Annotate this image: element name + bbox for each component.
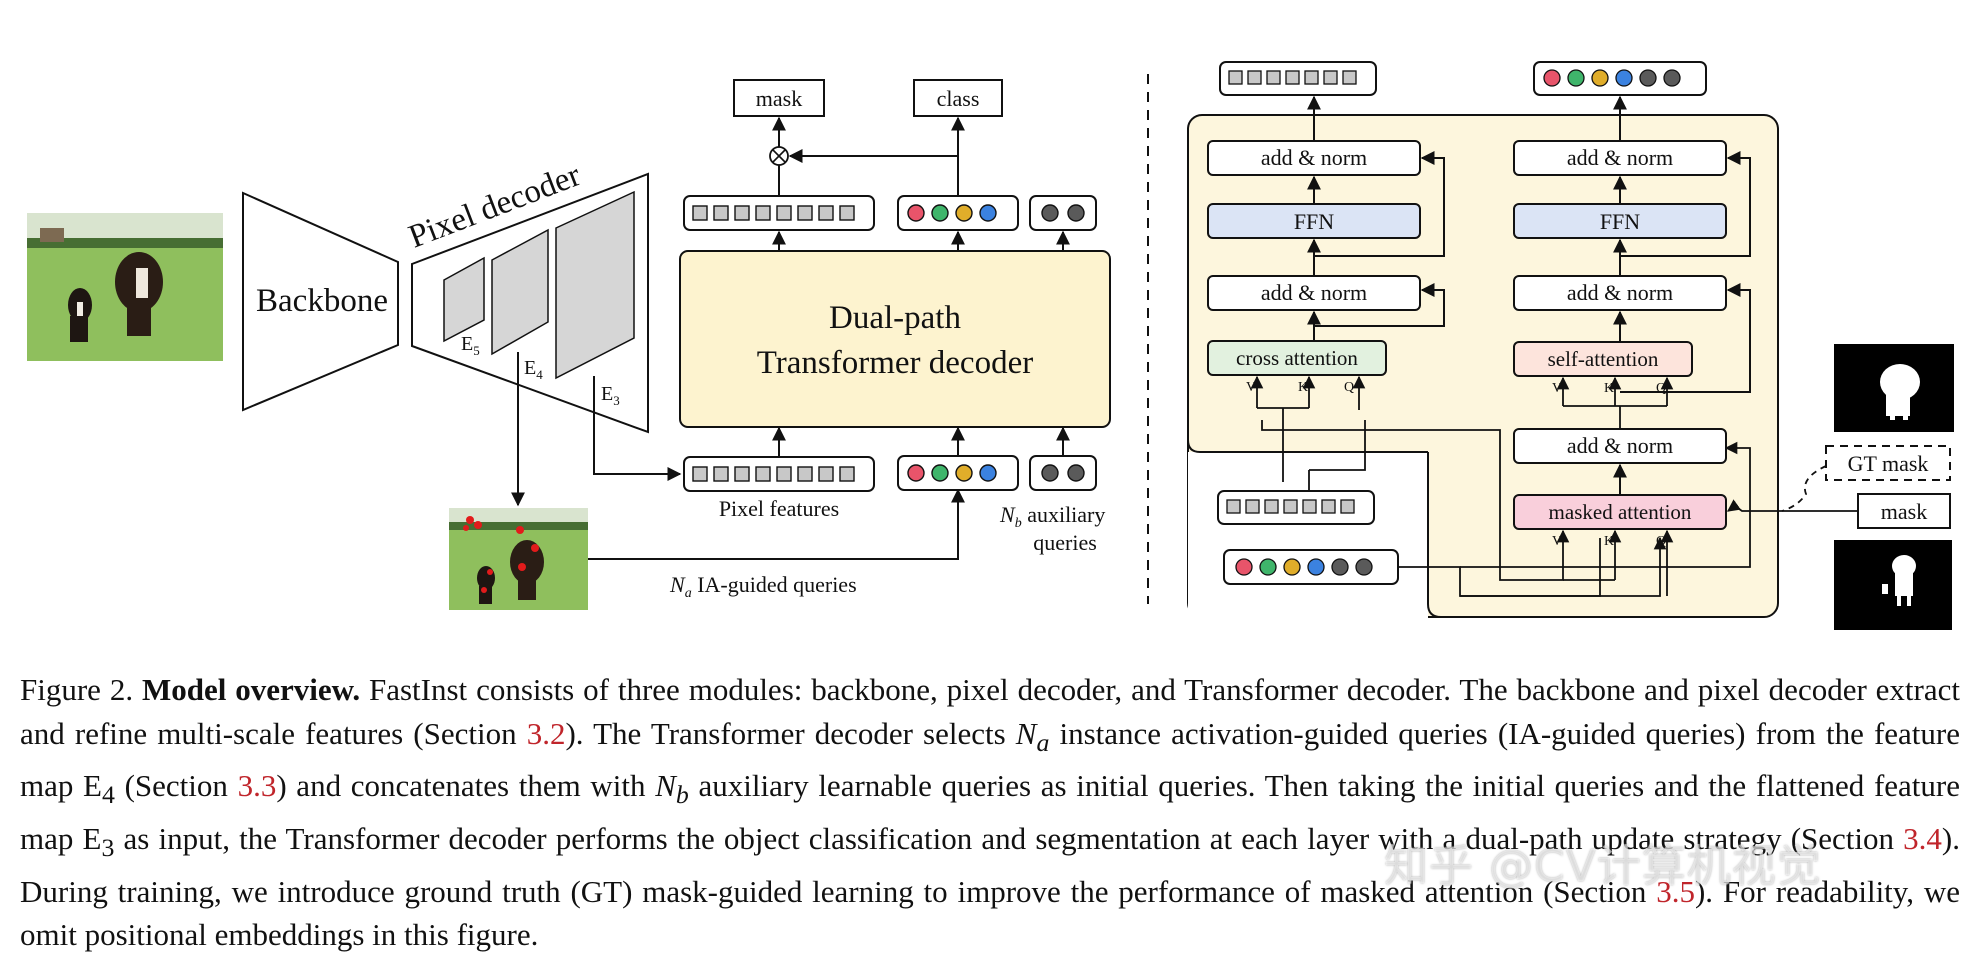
pixel-feature-tokens-output	[1219, 61, 1377, 96]
feature-map-e5	[443, 256, 485, 343]
cross-v-label: V	[1246, 380, 1256, 395]
caption-text-3: instance activation-guided queries (IA-g…	[20, 715, 1961, 804]
self-q-label: Q	[1656, 381, 1666, 396]
na-subscript: a	[1036, 727, 1050, 757]
gt-mask-label: GT mask	[1848, 451, 1929, 476]
class-output-box	[913, 79, 1003, 117]
left-add-norm-top-label: add & norm	[1261, 145, 1367, 170]
mask-input-label: mask	[1881, 499, 1927, 524]
query-tokens-output	[1533, 61, 1707, 96]
e4-subscript: 4	[101, 780, 115, 810]
ia-query-tokens-top	[897, 195, 1019, 231]
zhihu-watermark: 知乎 @CV计算机视觉	[1384, 841, 1822, 892]
class-output-label: class	[937, 86, 980, 111]
activation-cow-image	[449, 508, 588, 610]
masked-attention-label: masked attention	[1549, 500, 1692, 524]
backbone-block	[242, 191, 399, 412]
ia-queries-label: Na IA-guided queries	[669, 572, 857, 601]
aux-queries-label-line2: queries	[1033, 530, 1097, 555]
right-add-norm-2-label: add & norm	[1567, 280, 1673, 305]
e3-subscript: 3	[101, 833, 115, 863]
caption-text-5: ) and concatenates them with	[276, 768, 656, 804]
cross-attention-label: cross attention	[1236, 346, 1358, 370]
aux-query-tokens-bottom	[1029, 455, 1097, 491]
right-add-norm-3-label: add & norm	[1567, 433, 1673, 458]
e3-to-pixel-features-arrow	[593, 376, 682, 481]
section-ref-3-3[interactable]: 3.3	[237, 768, 277, 804]
section-ref-3-5[interactable]: 3.5	[1656, 873, 1695, 909]
e5-label: E5	[461, 333, 480, 358]
right-add-norm-2	[1513, 275, 1727, 311]
pixel-features-label: Pixel features	[719, 496, 839, 521]
caption-text-2: ). The Transformer decoder selects	[565, 715, 1016, 751]
masked-q-label: Q	[1656, 534, 1666, 549]
left-add-norm-mid-label: add & norm	[1261, 280, 1367, 305]
figure-caption: Figure 2. Model overview. FastInst consi…	[20, 668, 1960, 957]
cross-q-label: Q	[1344, 380, 1354, 395]
model-overview-diagram: Backbone Pixel decoder E5 E4 E3 Na IA-gu…	[27, 61, 1954, 630]
aux-query-tokens-top	[1029, 195, 1097, 231]
predicted-mask-image	[1834, 540, 1952, 630]
caption-text-7: as input, the Transformer decoder perfor…	[114, 820, 1904, 856]
e4-label: E4	[524, 357, 543, 382]
caption-text-4: (Section	[114, 768, 238, 804]
pixel-features-tokens-bottom	[683, 456, 875, 492]
gt-mask-box	[1825, 445, 1951, 481]
left-add-norm-top	[1207, 140, 1421, 176]
left-add-norm-mid	[1207, 275, 1421, 311]
query-tokens-input	[1223, 549, 1399, 585]
ia-queries-arrow	[588, 488, 965, 560]
transformer-title-line2: Transformer decoder	[757, 345, 1033, 381]
masked-attention-block	[1513, 494, 1727, 530]
left-ffn-label: FFN	[1294, 209, 1334, 234]
self-attention-label: self-attention	[1548, 347, 1659, 371]
nb-subscript: b	[675, 780, 689, 810]
input-cow-image	[27, 213, 223, 361]
pixel-feature-tokens-input	[1217, 490, 1375, 525]
cross-attention-block	[1207, 340, 1387, 376]
masked-v-label: V	[1552, 534, 1562, 549]
na-symbol: N	[1015, 715, 1037, 751]
pixel-features-tokens-top	[683, 195, 875, 231]
dual-path-transformer-decoder	[679, 250, 1111, 428]
left-ffn	[1207, 203, 1421, 239]
mask-output-label: mask	[756, 86, 802, 111]
self-v-label: V	[1552, 381, 1562, 396]
masked-k-label: K	[1604, 534, 1614, 549]
self-attention-block	[1513, 341, 1693, 377]
self-k-label: K	[1604, 381, 1614, 396]
figure-title: Model overview.	[142, 672, 361, 707]
feature-map-e3	[555, 190, 635, 380]
right-add-norm-top-label: add & norm	[1567, 145, 1673, 170]
section-ref-3-2[interactable]: 3.2	[526, 715, 566, 751]
mask-output-box	[733, 79, 825, 117]
gt-mask-image	[1834, 344, 1954, 432]
caption-text-1: FastInst consists of three modules: back…	[20, 672, 1961, 751]
aux-queries-label: Nb auxiliary	[999, 502, 1105, 531]
nb-symbol: N	[655, 768, 676, 804]
section-ref-3-4[interactable]: 3.4	[1903, 820, 1942, 856]
right-ffn-label: FFN	[1600, 209, 1640, 234]
right-add-norm-3	[1513, 428, 1727, 464]
transformer-title-line1: Dual-path	[829, 300, 961, 336]
right-ffn	[1513, 203, 1727, 239]
feature-map-e4	[491, 228, 549, 356]
figure-number: Figure 2.	[20, 672, 134, 707]
cross-k-label: K	[1298, 380, 1308, 395]
ia-query-tokens-bottom	[897, 455, 1019, 491]
caption-text-8: ). During training, we introduce ground …	[20, 820, 1960, 909]
e3-label: E3	[601, 383, 620, 408]
caption-text-6: auxiliary learnable queries as initial q…	[20, 768, 1960, 856]
backbone-label: Backbone	[256, 283, 388, 319]
right-add-norm-top	[1513, 140, 1727, 176]
